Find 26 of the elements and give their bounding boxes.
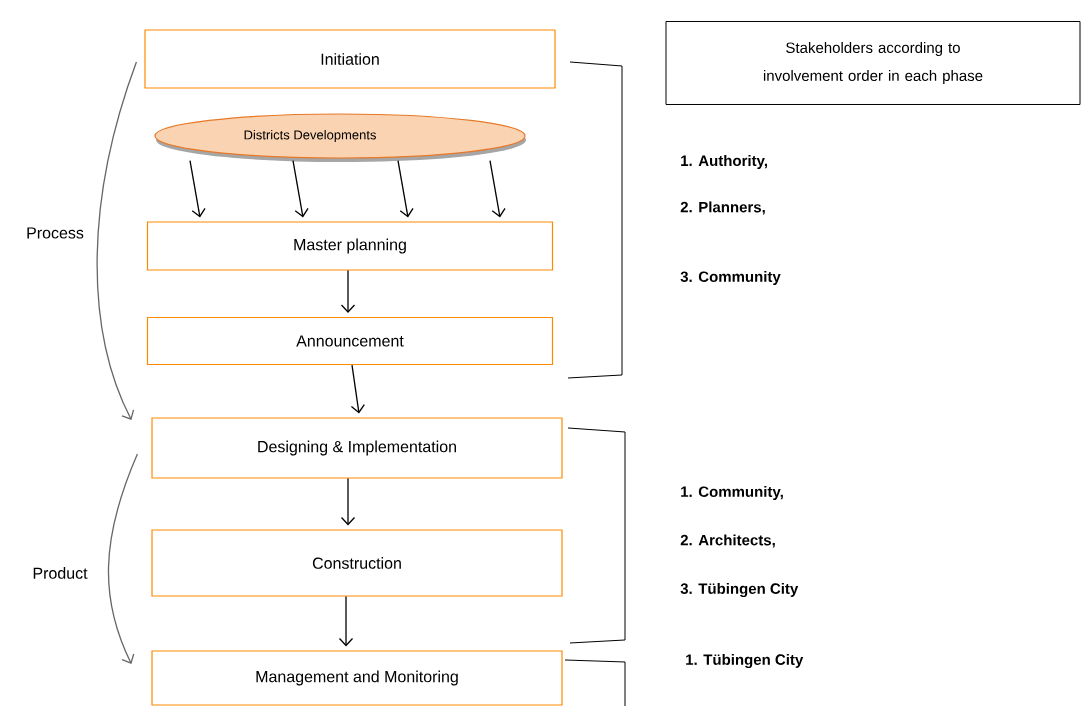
arrow: [340, 477, 356, 526]
process-box: Announcement: [146, 316, 554, 366]
process-box: Designing & Implementation: [151, 417, 563, 479]
arrow: [350, 364, 365, 414]
stakeholder-item: 3. Community: [680, 271, 781, 285]
arrow: [292, 159, 309, 218]
arrow: [96, 61, 138, 420]
stakeholder-item: 2. Planners,: [680, 201, 765, 215]
process-box: Master planning: [146, 221, 554, 271]
arrow: [340, 269, 356, 313]
edge-label: Product: [31, 566, 89, 580]
process-box: Construction: [151, 529, 563, 597]
arrow: [107, 453, 139, 664]
stakeholder-item: 1. Community,: [681, 486, 783, 500]
text-box: Stakeholders according to involvement order in each phase: [665, 21, 1081, 105]
process-box: Management and Monitoring: [151, 650, 563, 706]
stakeholder-item: 1. Tübingen City: [686, 653, 804, 668]
arrow: [189, 159, 206, 218]
arrow: [338, 595, 354, 647]
process-box: Initiation: [144, 29, 556, 89]
stakeholder-item: 2. Architects,: [680, 534, 775, 548]
arrow: [489, 159, 506, 218]
stakeholder-item: 1. Authority,: [681, 155, 767, 169]
stakeholder-item: 3. Tübingen City: [680, 582, 799, 597]
arrow: [397, 159, 414, 218]
edge-label: Process: [25, 226, 85, 240]
